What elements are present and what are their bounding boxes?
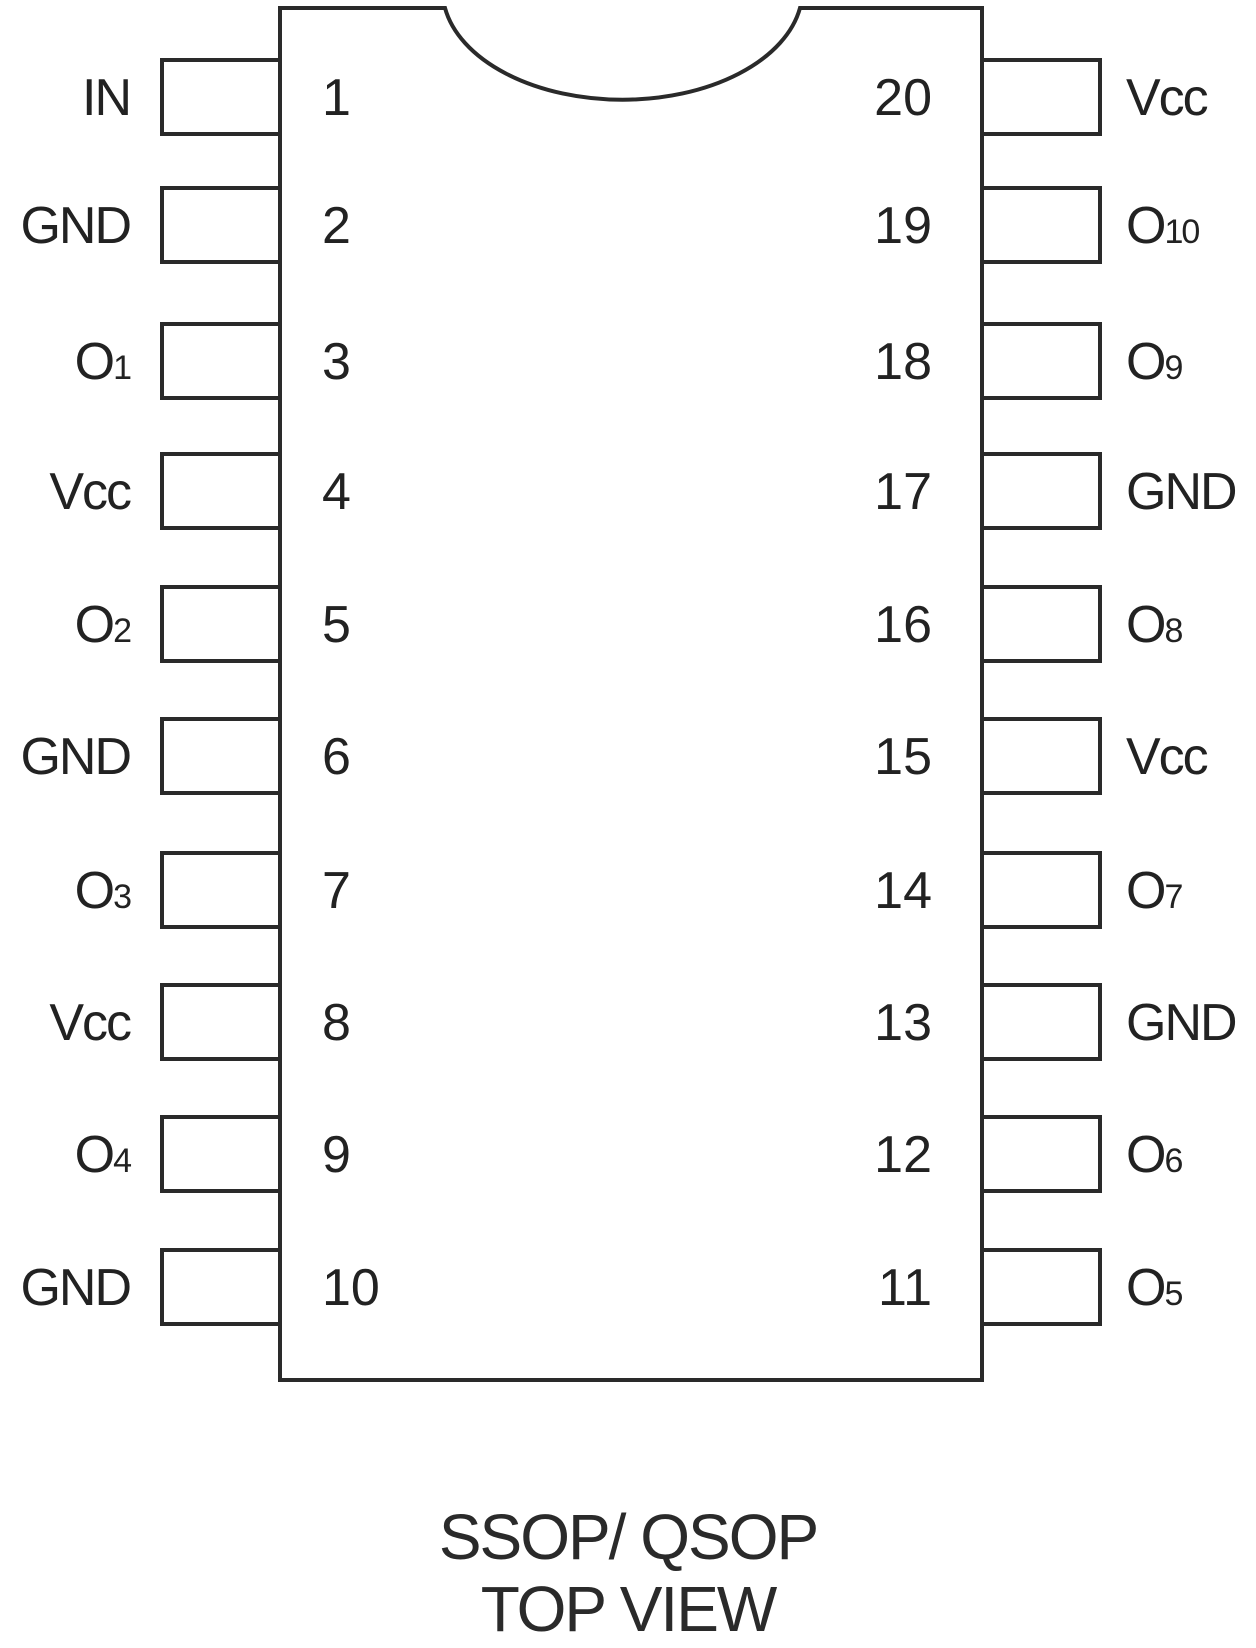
pin-16-signal: O8: [1126, 596, 1182, 654]
pin-13-lead: [980, 983, 1102, 1061]
pin-15-number: 15: [874, 728, 932, 786]
pin-1-number: 1: [322, 69, 351, 127]
pin-6-lead: [160, 717, 282, 795]
pin-18-lead: [980, 322, 1102, 400]
pin-4-number: 4: [322, 463, 351, 521]
pin-6-signal: GND: [20, 728, 130, 786]
pin-2-number: 2: [322, 197, 351, 255]
pin-18-number: 18: [874, 333, 932, 391]
package-caption-line2: TOP VIEW: [480, 1573, 778, 1645]
pin-11-signal: O5: [1126, 1259, 1182, 1317]
pin-19-number: 19: [874, 197, 932, 255]
pin-3-lead: [160, 322, 282, 400]
pin-9-signal: O4: [75, 1126, 131, 1184]
pin-9-lead: [160, 1115, 282, 1193]
pin-17-lead: [980, 452, 1102, 530]
pin-12-lead: [980, 1115, 1102, 1193]
pin-16-lead: [980, 585, 1102, 663]
pin-18-signal: O9: [1126, 333, 1182, 391]
pin-7-number: 7: [322, 862, 351, 920]
pin-2-signal: GND: [20, 197, 130, 255]
pin-14-number: 14: [874, 862, 932, 920]
pin-16-number: 16: [874, 596, 932, 654]
ic-body: [278, 6, 984, 1382]
pin-17-signal: GND: [1126, 463, 1236, 521]
pin-10-lead: [160, 1248, 282, 1326]
pin-10-signal: GND: [20, 1259, 130, 1317]
pin-3-signal: O1: [75, 333, 131, 391]
pin-14-signal: O7: [1126, 862, 1182, 920]
pin-20-number: 20: [874, 69, 932, 127]
pin-20-lead: [980, 58, 1102, 136]
pin-8-number: 8: [322, 994, 351, 1052]
pin-19-signal: O10: [1126, 197, 1199, 255]
pin-5-signal: O2: [75, 596, 131, 654]
pin-12-number: 12: [874, 1126, 932, 1184]
pin-9-number: 9: [322, 1126, 351, 1184]
pin-8-lead: [160, 983, 282, 1061]
pin-7-lead: [160, 851, 282, 929]
pin-3-number: 3: [322, 333, 351, 391]
package-caption-line1: SSOP/ QSOP: [438, 1501, 819, 1573]
pin-1-signal: IN: [82, 69, 130, 127]
pin-13-signal: GND: [1126, 994, 1236, 1052]
pin-4-signal: Vcc: [49, 463, 131, 521]
pin-1-lead: [160, 58, 282, 136]
pin-17-number: 17: [874, 463, 932, 521]
pin-13-number: 13: [874, 994, 932, 1052]
pin-12-signal: O6: [1126, 1126, 1182, 1184]
pin-10-number: 10: [322, 1259, 380, 1317]
pin-15-lead: [980, 717, 1102, 795]
pin-11-lead: [980, 1248, 1102, 1326]
pin-11-number: 11: [878, 1259, 932, 1317]
pin-5-number: 5: [322, 596, 351, 654]
pin-6-number: 6: [322, 728, 351, 786]
pin-5-lead: [160, 585, 282, 663]
pin-7-signal: O3: [75, 862, 131, 920]
pin-14-lead: [980, 851, 1102, 929]
pin-8-signal: Vcc: [49, 994, 131, 1052]
pin-4-lead: [160, 452, 282, 530]
pin-2-lead: [160, 186, 282, 264]
pin-15-signal: Vcc: [1126, 728, 1208, 786]
pin-20-signal: Vcc: [1126, 69, 1208, 127]
pin-19-lead: [980, 186, 1102, 264]
